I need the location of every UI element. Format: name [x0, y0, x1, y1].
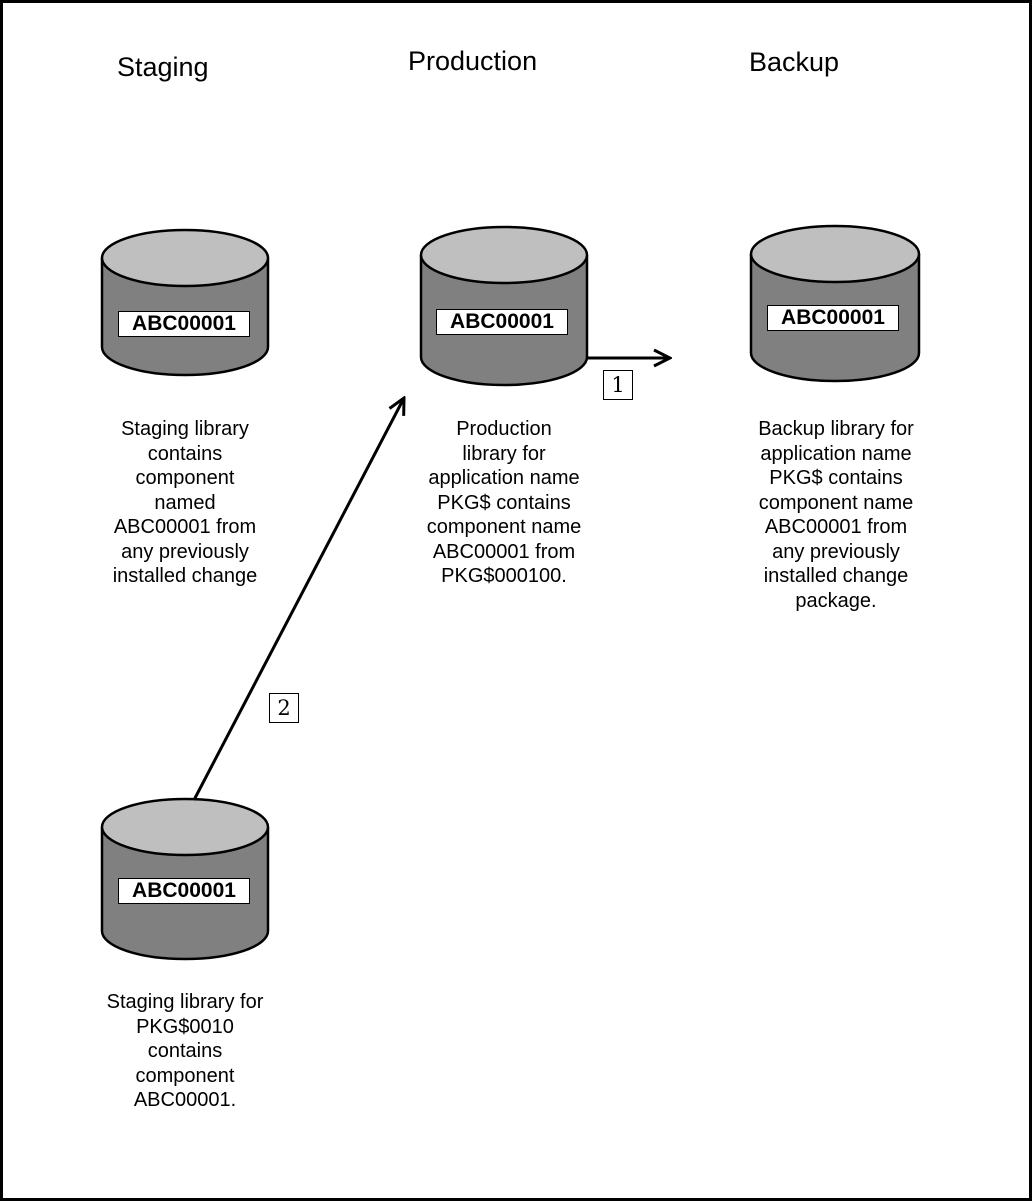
production-cylinder	[419, 225, 589, 387]
staging-top-description: Staging library contains component named…	[112, 418, 258, 587]
backup-component-label: ABC00001	[767, 305, 899, 331]
staging-column-heading: Staging	[117, 52, 209, 82]
staging-package-component-label: ABC00001	[118, 878, 250, 904]
staging-top-component-label: ABC00001	[118, 311, 250, 337]
backup-description: Backup library for application name PKG$…	[758, 418, 914, 612]
production-component-label: ABC00001	[436, 309, 568, 335]
arrow-staging-to-production	[192, 398, 404, 801]
staging-package-description: Staging library for PKG$0010 contains co…	[106, 991, 264, 1111]
production-description: Production library for application name …	[426, 418, 582, 587]
backup-column-heading: Backup	[749, 47, 840, 77]
step-1-marker: 1	[603, 370, 633, 400]
step-2-marker: 2	[269, 693, 299, 723]
staging-top-cylinder	[100, 228, 270, 377]
backup-cylinder	[749, 224, 921, 383]
production-column-heading: Production	[408, 46, 538, 76]
